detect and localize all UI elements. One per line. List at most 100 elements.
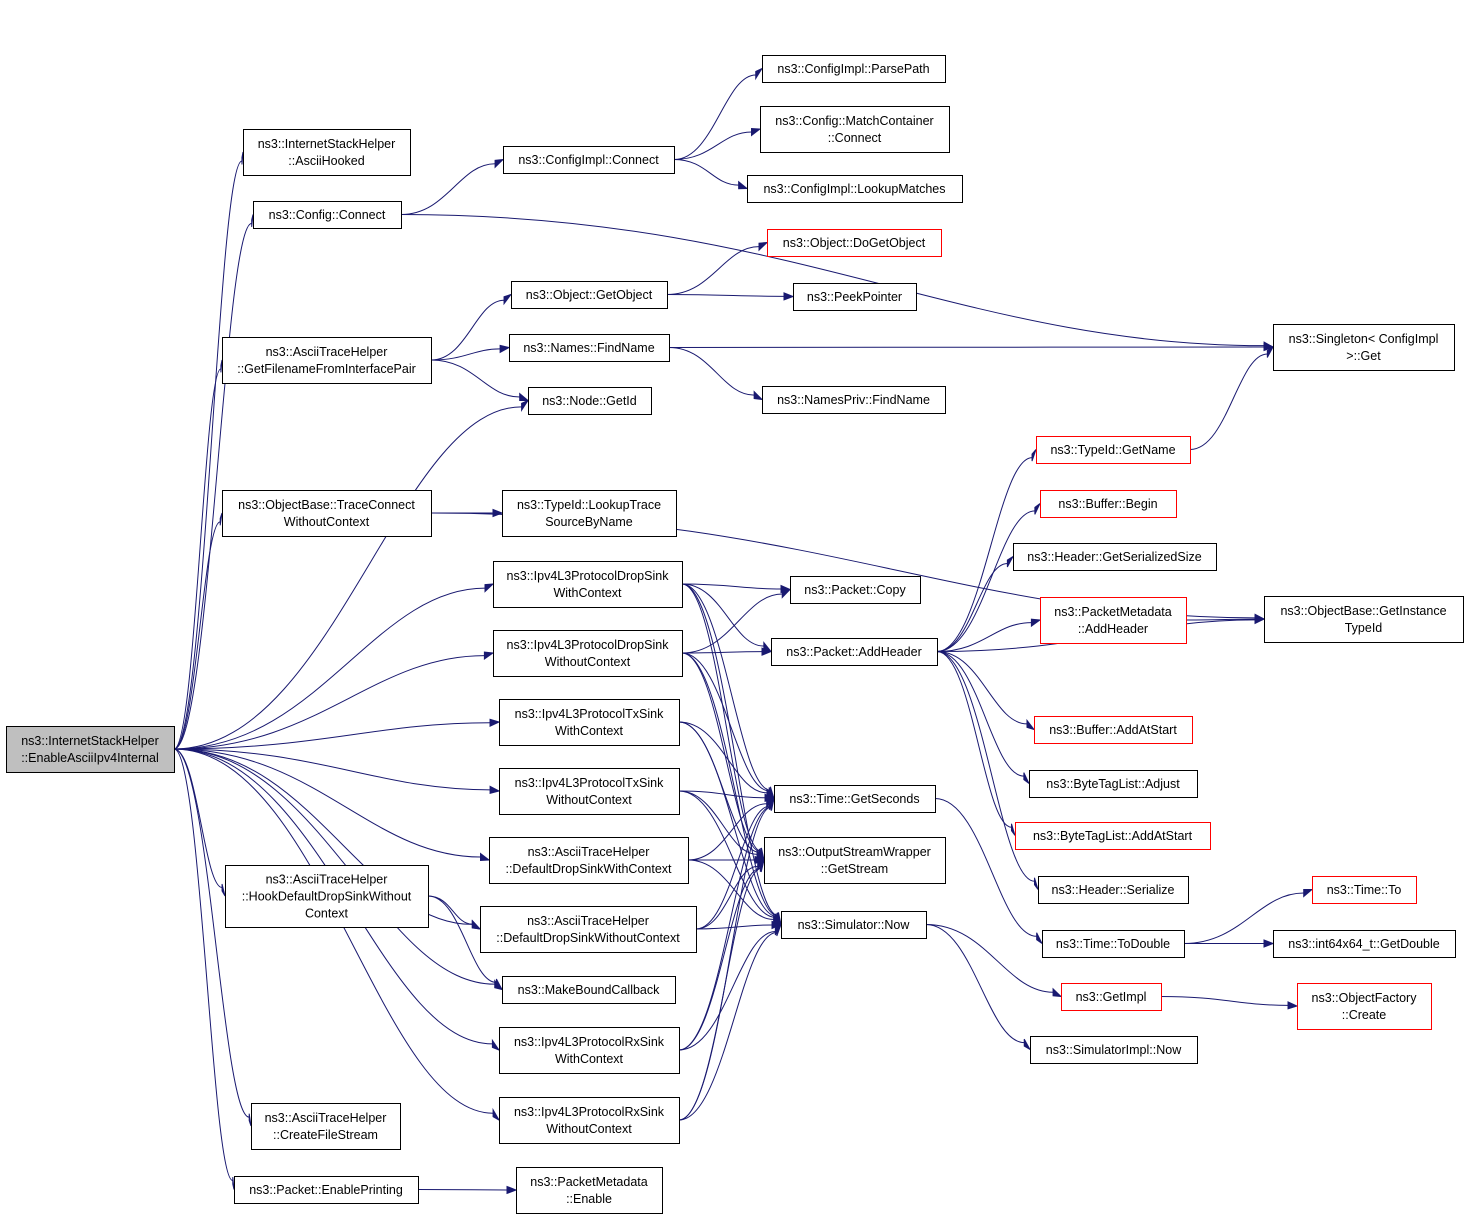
edge-hook-default-to-make-bound — [427, 895, 504, 991]
arrowhead — [1006, 555, 1015, 568]
node-make-bound[interactable]: ns3::MakeBoundCallback — [502, 976, 676, 1004]
arrowhead — [489, 718, 501, 728]
node-label-line: ::EnableAsciiIpv4Internal — [21, 751, 159, 765]
edge-root-to-rx-sink-no-ctx — [173, 748, 501, 1122]
node-box — [1015, 822, 1211, 850]
node-int64-get-double[interactable]: ns3::int64x64_t::GetDouble — [1273, 930, 1456, 958]
node-drop-sink-no-ctx[interactable]: ns3::Ipv4L3ProtocolDropSinkWithoutContex… — [493, 630, 683, 677]
arrowhead — [1030, 618, 1042, 628]
edge-line — [936, 651, 1024, 777]
node-sim-impl-now[interactable]: ns3::SimulatorImpl::Now — [1030, 1036, 1198, 1064]
node-header-size[interactable]: ns3::Header::GetSerializedSize — [1013, 543, 1217, 571]
arrowhead — [499, 344, 511, 354]
node-config-connect[interactable]: ns3::Config::Connect — [253, 201, 402, 229]
node-singleton-get[interactable]: ns3::Singleton< ConfigImpl>::Get — [1273, 324, 1455, 371]
node-buffer-begin[interactable]: ns3::Buffer::Begin — [1040, 490, 1177, 518]
node-pm-enable[interactable]: ns3::PacketMetadata::Enable — [516, 1167, 663, 1214]
node-label-line: ::Connect — [828, 131, 882, 145]
node-label-line: ns3::Simulator::Now — [798, 918, 911, 932]
node-packet-copy[interactable]: ns3::Packet::Copy — [790, 576, 921, 604]
edge-line — [173, 748, 250, 1118]
edge-line — [695, 865, 758, 930]
node-label-line: WithoutContext — [284, 515, 370, 529]
node-get-impl[interactable]: ns3::GetImpl — [1061, 983, 1162, 1011]
node-label-line: ns3::Ipv4L3ProtocolTxSink — [515, 707, 664, 721]
node-label-line: ::GetStream — [821, 862, 888, 876]
node-label-line: ns3::ByteTagList::Adjust — [1046, 777, 1180, 791]
node-ish-ascii-hooked[interactable]: ns3::InternetStackHelper::AsciiHooked — [243, 129, 411, 176]
node-names-find[interactable]: ns3::Names::FindName — [509, 334, 670, 362]
node-trace-connect[interactable]: ns3::ObjectBase::TraceConnectWithoutCont… — [222, 490, 432, 537]
node-byte-tag-adjust[interactable]: ns3::ByteTagList::Adjust — [1029, 770, 1198, 798]
arrowhead — [1303, 888, 1314, 898]
edge-root-to-tx-sink-ctx — [173, 718, 501, 750]
node-peek-pointer[interactable]: ns3::PeekPointer — [793, 283, 917, 311]
node-obj-factory-create[interactable]: ns3::ObjectFactory::Create — [1297, 983, 1432, 1030]
node-def-drop-ctx[interactable]: ns3::AsciiTraceHelper::DefaultDropSinkWi… — [489, 837, 689, 884]
edge-line — [678, 721, 777, 917]
edge-line — [681, 652, 761, 853]
edge-line — [678, 790, 776, 918]
node-node-get-id[interactable]: ns3::Node::GetId — [528, 387, 652, 415]
node-buffer-add-at-start[interactable]: ns3::Buffer::AddAtStart — [1034, 716, 1193, 744]
edge-drop-sink-ctx-to-osw-get-stream — [681, 583, 765, 861]
node-lookup-matches[interactable]: ns3::ConfigImpl::LookupMatches — [747, 175, 963, 203]
arrowhead — [219, 512, 223, 526]
node-header-serialize[interactable]: ns3::Header::Serialize — [1038, 876, 1189, 904]
node-type-id-get-name[interactable]: ns3::TypeId::GetName — [1036, 436, 1191, 464]
arrowhead — [755, 67, 764, 81]
arrowhead — [232, 1177, 235, 1190]
node-box — [1013, 543, 1217, 571]
call-edges — [173, 67, 1314, 1195]
node-label-line: ns3::PacketMetadata — [530, 1175, 647, 1189]
node-packet-add-header[interactable]: ns3::Packet::AddHeader — [771, 638, 938, 666]
edge-line — [673, 159, 739, 186]
arrowhead — [761, 647, 773, 656]
node-box — [1042, 930, 1185, 958]
node-time-to-double[interactable]: ns3::Time::ToDouble — [1042, 930, 1185, 958]
node-get-filename[interactable]: ns3::AsciiTraceHelper::GetFilenameFromIn… — [222, 337, 432, 384]
edge-line — [681, 583, 771, 791]
node-match-container[interactable]: ns3::Config::MatchContainer::Connect — [760, 106, 950, 153]
node-parse-path[interactable]: ns3::ConfigImpl::ParsePath — [762, 55, 946, 83]
edge-get-filename-to-names-find — [430, 344, 511, 361]
edge-line — [936, 510, 1035, 652]
node-osw-get-stream[interactable]: ns3::OutputStreamWrapper::GetStream — [764, 837, 946, 884]
edge-names-find-to-singleton-get — [668, 342, 1275, 352]
node-label-line: ::HookDefaultDropSinkWithout — [242, 890, 412, 904]
node-hook-default[interactable]: ns3::AsciiTraceHelper::HookDefaultDropSi… — [225, 865, 429, 928]
node-do-get-object[interactable]: ns3::Object::DoGetObject — [767, 229, 942, 257]
edge-line — [681, 651, 763, 654]
node-byte-tag-add-at-start[interactable]: ns3::ByteTagList::AddAtStart — [1015, 822, 1211, 850]
node-label-line: ns3::PeekPointer — [807, 290, 902, 304]
node-def-drop-no-ctx[interactable]: ns3::AsciiTraceHelper::DefaultDropSinkWi… — [480, 906, 697, 953]
node-root[interactable]: ns3::InternetStackHelper::EnableAsciiIpv… — [6, 726, 175, 773]
node-sim-now[interactable]: ns3::Simulator::Now — [781, 911, 927, 939]
node-pm-add-header[interactable]: ns3::PacketMetadata::AddHeader — [1040, 597, 1187, 644]
edge-time-to-double-to-time-to — [1183, 888, 1314, 944]
node-names-priv-find[interactable]: ns3::NamesPriv::FindName — [762, 386, 946, 414]
node-create-file-stream[interactable]: ns3::AsciiTraceHelper::CreateFileStream — [251, 1103, 401, 1150]
edge-line — [173, 406, 522, 750]
node-config-impl-connect[interactable]: ns3::ConfigImpl::Connect — [503, 146, 675, 174]
node-box — [781, 911, 927, 939]
node-box — [793, 283, 917, 311]
node-time-to[interactable]: ns3::Time::To — [1312, 876, 1417, 904]
arrowhead — [1010, 823, 1016, 836]
node-time-get-seconds[interactable]: ns3::Time::GetSeconds — [774, 785, 936, 813]
node-get-object[interactable]: ns3::Object::GetObject — [511, 281, 668, 309]
node-label-line: ns3::AsciiTraceHelper — [266, 345, 388, 359]
node-enable-printing[interactable]: ns3::Packet::EnablePrinting — [234, 1176, 419, 1204]
edge-root-to-drop-sink-ctx — [173, 583, 495, 750]
edge-line — [678, 931, 777, 1121]
edge-line — [678, 867, 761, 1051]
edge-line — [1183, 892, 1304, 944]
edge-line — [678, 930, 776, 1051]
